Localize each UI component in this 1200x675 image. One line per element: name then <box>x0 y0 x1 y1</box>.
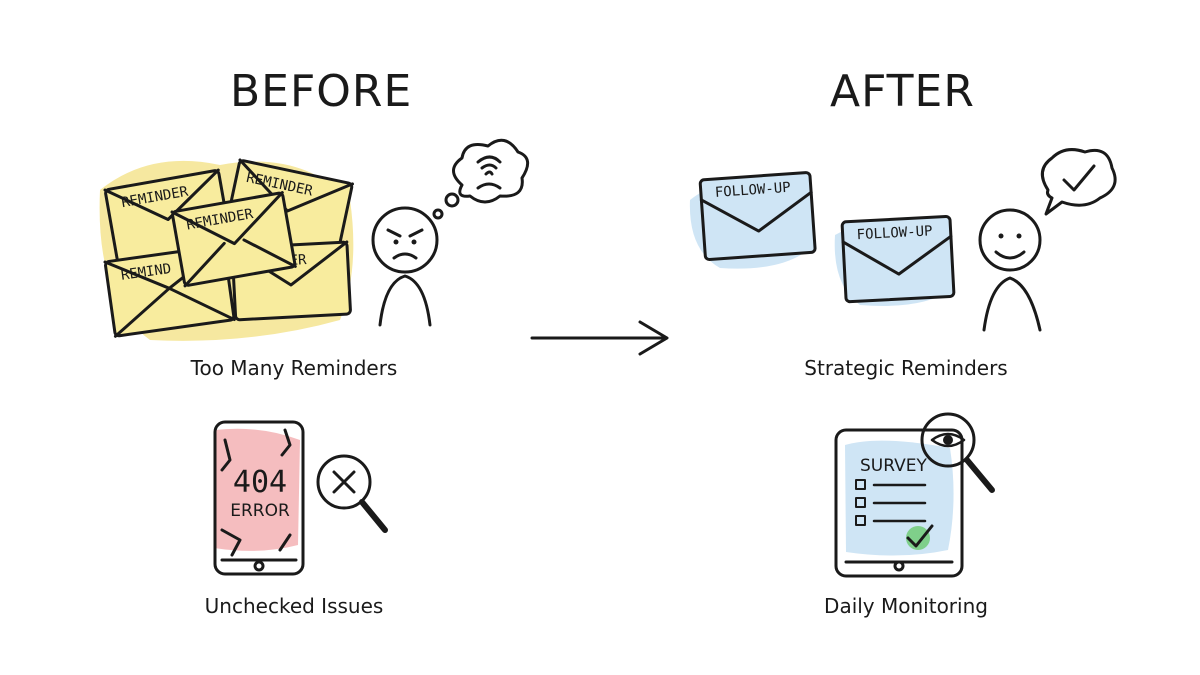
error-word: ERROR <box>230 501 290 521</box>
frustrated-person-icon <box>371 138 530 327</box>
caption-unchecked-issues: Unchecked Issues <box>204 594 384 618</box>
caption-strategic-reminders: Strategic Reminders <box>804 356 1008 380</box>
reminder-envelope-pile: REMINDER REMINDER REMIND NDER <box>99 158 354 341</box>
check-icon <box>1062 164 1096 192</box>
magnifier-x-icon <box>316 454 388 533</box>
arrow-right-icon <box>530 320 669 356</box>
happy-person-icon <box>978 148 1117 332</box>
before-heading: BEFORE <box>230 66 413 117</box>
after-heading: AFTER <box>830 66 975 117</box>
reminder-label: REMIND <box>120 261 172 284</box>
followup-envelopes: FOLLOW-UP FOLLOW-UP <box>689 171 956 306</box>
followup-label: FOLLOW-UP <box>714 180 791 201</box>
reminder-envelope: REMINDER <box>170 191 297 288</box>
broken-phone-icon: 404 ERROR <box>213 420 305 576</box>
error-code: 404 <box>233 465 287 500</box>
followup-label: FOLLOW-UP <box>856 223 933 243</box>
caption-too-many-reminders: Too Many Reminders <box>190 356 398 380</box>
followup-envelope: FOLLOW-UP <box>698 171 817 262</box>
check-icon <box>906 524 934 548</box>
caption-daily-monitoring: Daily Monitoring <box>824 594 988 618</box>
survey-tablet-icon: SURVEY <box>834 428 964 578</box>
survey-label: SURVEY <box>860 456 927 476</box>
followup-envelope: FOLLOW-UP <box>840 215 956 304</box>
magnifier-eye-icon <box>920 412 995 493</box>
